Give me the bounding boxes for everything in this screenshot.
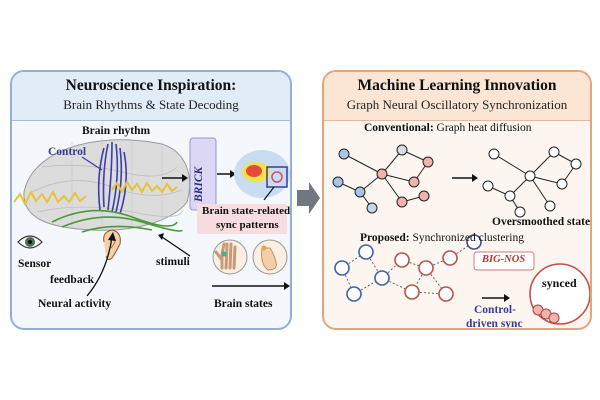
oscillator-graph: [334, 234, 482, 302]
proposed-line: Proposed: Synchronized clustering: [360, 232, 524, 244]
ml-title: Machine Learning Innovation: [357, 77, 557, 94]
foot-icon: [252, 239, 288, 275]
synced-nodes: [532, 304, 560, 324]
label-brain-rhythm: Brain rhythm: [82, 125, 151, 137]
neuroscience-subtitle: Brain Rhythms & State Decoding: [63, 97, 239, 112]
ml-panel: Machine Learning Innovation Graph Neural…: [322, 70, 592, 330]
eye-icon: [17, 235, 43, 249]
rhythm-waves: [13, 179, 178, 207]
label-sync-patterns-2: sync patterns: [216, 219, 279, 231]
control-pointer: [81, 156, 103, 171]
neuroscience-title: Neuroscience Inspiration:: [65, 77, 237, 94]
control-fibers: [97, 141, 128, 215]
oversmoothed-label: Oversmoothed state: [492, 216, 591, 228]
conventional-text: Graph heat diffusion: [436, 122, 532, 134]
oversmoothed-graph: [482, 146, 582, 218]
label-neural-activity: Neural activity: [38, 298, 112, 310]
label-brick: BRICK: [193, 166, 205, 202]
bignos-box: [473, 251, 535, 271]
neural-activity-arrow: [86, 236, 113, 297]
brain-mesh: [23, 138, 191, 231]
proposed-text: Synchronized clustering: [412, 232, 524, 244]
hand-icon: [212, 239, 248, 275]
conventional-label: Conventional:: [364, 122, 434, 134]
proposed-label: Proposed:: [360, 232, 410, 244]
label-sensor: Sensor: [18, 258, 52, 270]
label-stimuli: stimuli: [156, 256, 190, 268]
ml-illustration: [332, 144, 590, 325]
neuroscience-panel: Neuroscience Inspiration: Brain Rhythms …: [10, 70, 292, 330]
neuroscience-header: Neuroscience Inspiration: Brain Rhythms …: [12, 72, 290, 121]
ml-subtitle: Graph Neural Oscillatory Synchronization: [346, 97, 568, 112]
ml-header: Machine Learning Innovation Graph Neural…: [324, 72, 590, 121]
bignos-label: BIG-NOS: [482, 254, 526, 265]
synced-label: synced: [542, 276, 577, 290]
conventional-line: Conventional: Graph heat diffusion: [364, 122, 532, 134]
control-sync-line1: Control-: [474, 304, 516, 316]
label-sync-patterns-1: Brain state-related: [202, 205, 291, 217]
green-fibers: [51, 209, 183, 233]
connector-arrow: [297, 182, 320, 214]
label-brain-states: Brain states: [214, 298, 273, 310]
label-feedback: feedback: [50, 274, 95, 286]
control-sync-line2: driven sync: [466, 318, 523, 330]
sync-patterns-box: [197, 204, 287, 234]
brain-heatmap: [234, 150, 290, 198]
neuroscience-illustration: [13, 137, 290, 297]
heat-diffusion-graph: [332, 144, 434, 214]
label-control: Control: [48, 146, 87, 158]
